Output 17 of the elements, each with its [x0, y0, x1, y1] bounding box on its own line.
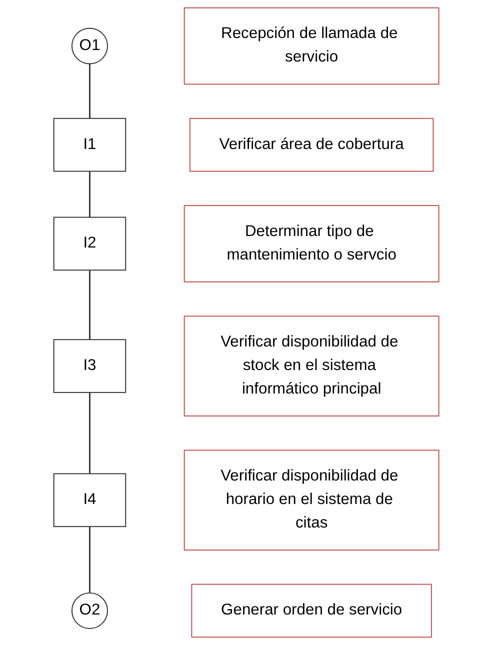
node-box: Verificar disponibilidad de horario en el sistema de citas	[184, 450, 440, 551]
node-circle: O2	[72, 592, 108, 629]
connector	[89, 526, 91, 593]
node-box: Verificar disponibilidad de stock en el sistema informático principal	[184, 316, 440, 416]
node-box: Recepción de llamada de servicio	[184, 7, 440, 85]
connector	[89, 171, 91, 218]
node-box: Determinar tipo de mantenimiento o servcio	[184, 205, 440, 282]
node-box: I1	[54, 118, 126, 172]
node-box: I2	[54, 216, 126, 271]
connector	[89, 392, 91, 474]
node-box: Generar orden de servicio	[191, 584, 432, 638]
node-circle: O1	[72, 28, 108, 64]
connector	[89, 270, 91, 340]
node-box: I3	[54, 339, 126, 393]
connector	[89, 64, 91, 118]
node-box: I4	[54, 473, 126, 528]
node-box: Verificar área de cobertura	[190, 118, 434, 172]
